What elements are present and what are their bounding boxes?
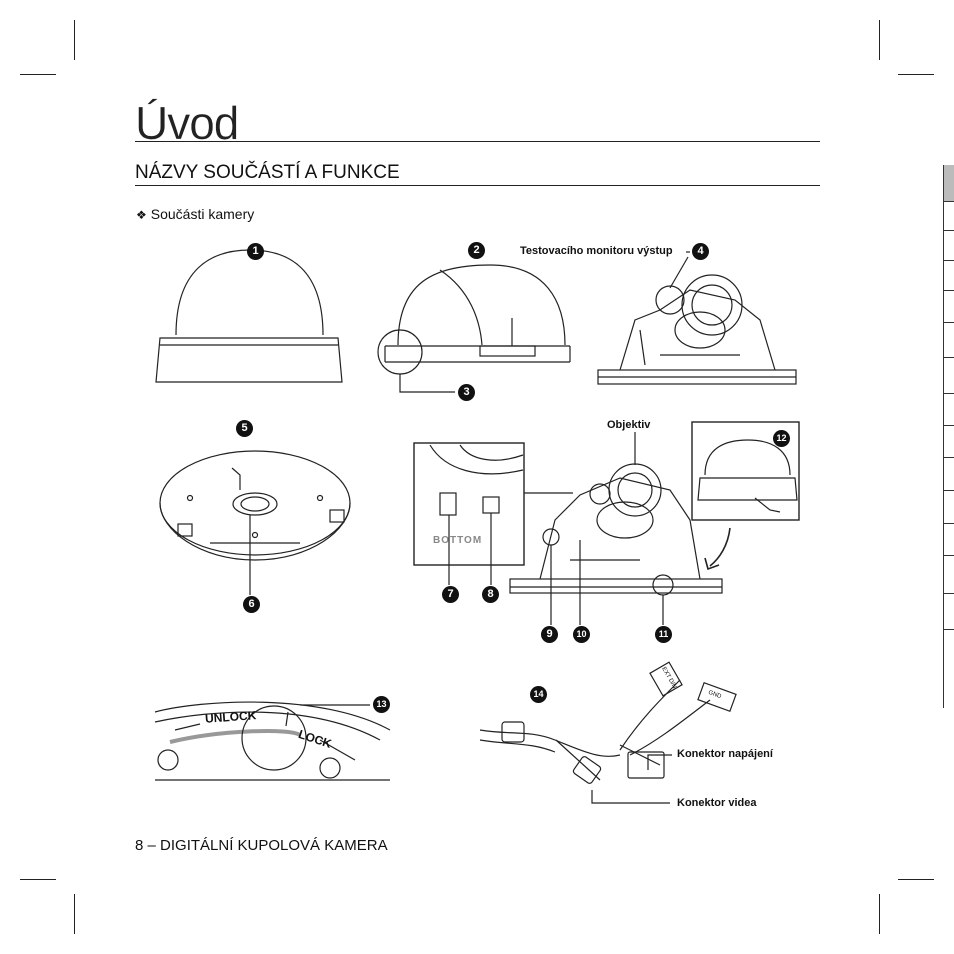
cable-drawing — [479, 661, 737, 804]
chapter-tabs — [943, 165, 954, 708]
video-connector-label: Konektor videa — [677, 797, 757, 809]
sub-heading-text: Součásti kamery — [150, 206, 255, 222]
crop-mark — [74, 20, 75, 60]
callout-13: 13 — [373, 696, 390, 713]
callout-12: 12 — [773, 430, 790, 447]
chapter-tab — [944, 593, 954, 630]
callout-2: 2 — [468, 242, 485, 259]
monitor-output-label: Testovacího monitoru výstup — [520, 245, 673, 257]
camera-assembly-drawing — [509, 432, 723, 625]
base-plate-drawing — [159, 450, 351, 595]
sub-heading: ❖Součásti kamery — [136, 206, 254, 222]
power-connector-label: Konektor napájení — [677, 748, 773, 760]
chapter-tab — [944, 523, 954, 556]
diamond-bullet-icon: ❖ — [136, 208, 147, 222]
callout-14: 14 — [530, 686, 547, 703]
crop-mark — [20, 879, 56, 880]
lock-ring-drawing — [154, 701, 391, 781]
chapter-tab — [944, 393, 954, 426]
crop-mark — [898, 74, 934, 75]
chapter-tab-active — [944, 165, 954, 202]
chapter-tab — [944, 230, 954, 261]
bottom-label: BOTTOM — [433, 535, 483, 546]
title-rule — [135, 141, 820, 142]
callout-3: 3 — [458, 384, 475, 401]
chapter-tab — [944, 201, 954, 231]
chapter-tab — [944, 260, 954, 291]
crop-mark — [879, 894, 880, 934]
footer-text: – DIGITÁLNÍ KUPOLOVÁ KAMERA — [143, 837, 388, 854]
callout-9: 9 — [541, 626, 558, 643]
crop-mark — [879, 20, 880, 60]
callout-7: 7 — [442, 586, 459, 603]
callout-4: 4 — [692, 243, 709, 260]
callout-1: 1 — [247, 243, 264, 260]
section-heading: NÁZVY SOUČÁSTÍ A FUNKCE — [135, 162, 400, 183]
callout-6: 6 — [243, 596, 260, 613]
crop-mark — [898, 879, 934, 880]
crop-mark — [74, 894, 75, 934]
crop-mark — [20, 74, 56, 75]
chapter-tab — [944, 490, 954, 524]
camera-module-drawing — [597, 256, 797, 385]
chapter-tab — [944, 457, 954, 491]
chapter-tab — [944, 357, 954, 394]
page-number: 8 — [135, 837, 144, 854]
callout-11: 11 — [655, 626, 672, 643]
chapter-title: Úvod — [135, 97, 240, 149]
page-footer: 8 – DIGITÁLNÍ KUPOLOVÁ KAMERA — [135, 837, 388, 854]
callout-8: 8 — [482, 586, 499, 603]
chapter-tab — [944, 425, 954, 458]
section-rule — [135, 185, 820, 186]
chapter-tab — [944, 555, 954, 594]
inner-liner-drawing — [377, 264, 571, 393]
connector-detail-drawing — [413, 442, 573, 585]
dome-with-cable-drawing — [691, 421, 800, 571]
lens-label: Objektiv — [607, 419, 651, 431]
chapter-tab — [944, 322, 954, 358]
callout-5: 5 — [236, 420, 253, 437]
chapter-tab — [944, 290, 954, 323]
dome-cover-drawing — [155, 249, 343, 383]
callout-10: 10 — [573, 626, 590, 643]
